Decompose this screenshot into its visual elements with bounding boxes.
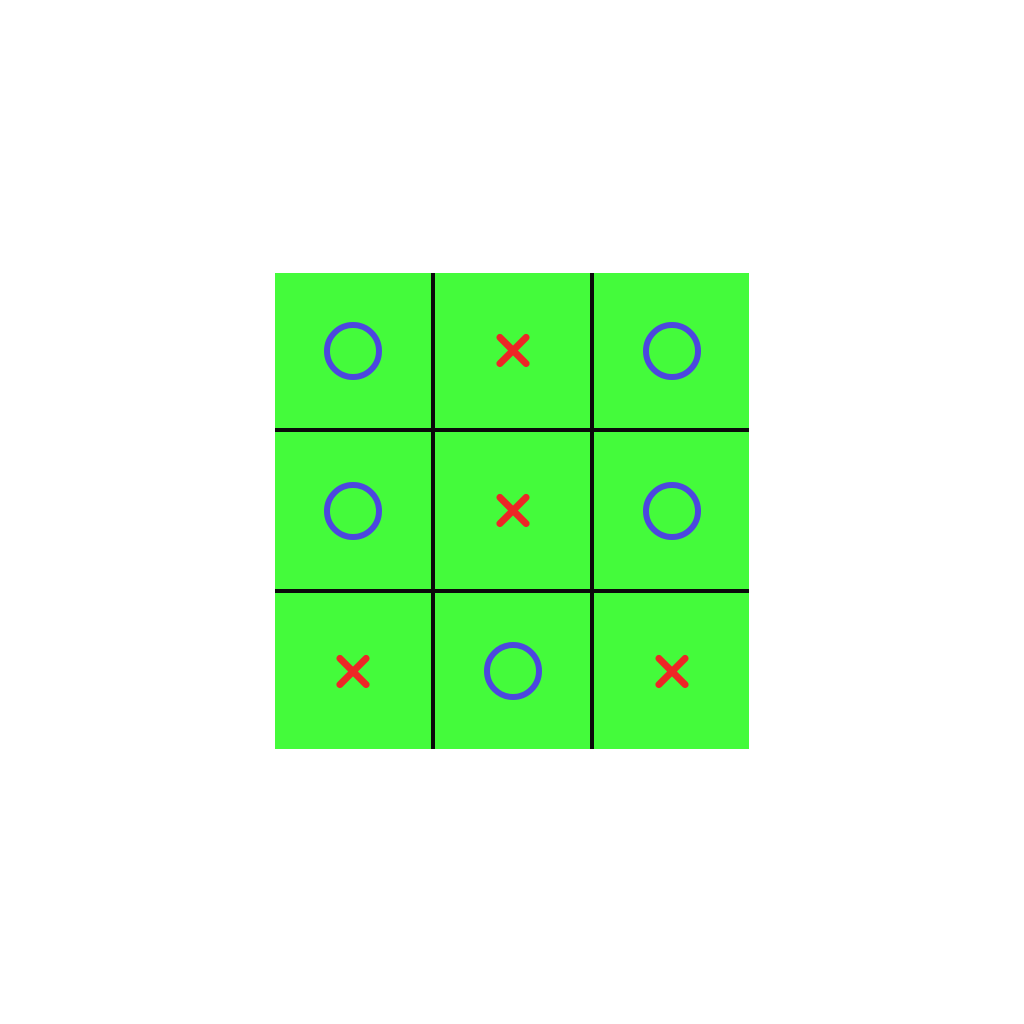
grid-line	[275, 428, 431, 432]
board-cell-r1-c3[interactable]	[594, 273, 749, 428]
board-cell-r3-c2[interactable]	[435, 593, 590, 749]
o-mark-icon	[324, 481, 382, 540]
o-mark-icon	[642, 321, 701, 380]
o-mark-icon	[642, 481, 701, 540]
grid-line	[431, 428, 435, 432]
grid-line	[594, 428, 749, 432]
o-mark-icon	[483, 642, 542, 700]
x-mark-icon	[495, 333, 531, 369]
board-cell-r2-c2[interactable]	[435, 432, 590, 589]
x-mark-icon	[495, 493, 531, 529]
grid-line	[590, 589, 594, 593]
grid-line	[431, 273, 435, 428]
board-cell-r1-c1[interactable]	[275, 273, 431, 428]
grid-line	[435, 428, 590, 432]
o-mark-icon	[324, 321, 382, 380]
grid-line	[431, 432, 435, 589]
board-cell-r3-c3[interactable]	[594, 593, 749, 749]
grid-line	[431, 593, 435, 749]
grid-line	[590, 273, 594, 428]
grid-line	[431, 589, 435, 593]
board-cell-r2-c3[interactable]	[594, 432, 749, 589]
grid-line	[590, 428, 594, 432]
board-cell-r2-c1[interactable]	[275, 432, 431, 589]
grid-line	[590, 593, 594, 749]
board-cell-r1-c2[interactable]	[435, 273, 590, 428]
board-cell-r3-c1[interactable]	[275, 593, 431, 749]
x-mark-icon	[654, 653, 690, 689]
grid-line	[594, 589, 749, 593]
grid-line	[435, 589, 590, 593]
grid-line	[275, 589, 431, 593]
x-mark-icon	[335, 653, 371, 689]
tic-tac-toe-board	[275, 273, 749, 749]
grid-line	[590, 432, 594, 589]
